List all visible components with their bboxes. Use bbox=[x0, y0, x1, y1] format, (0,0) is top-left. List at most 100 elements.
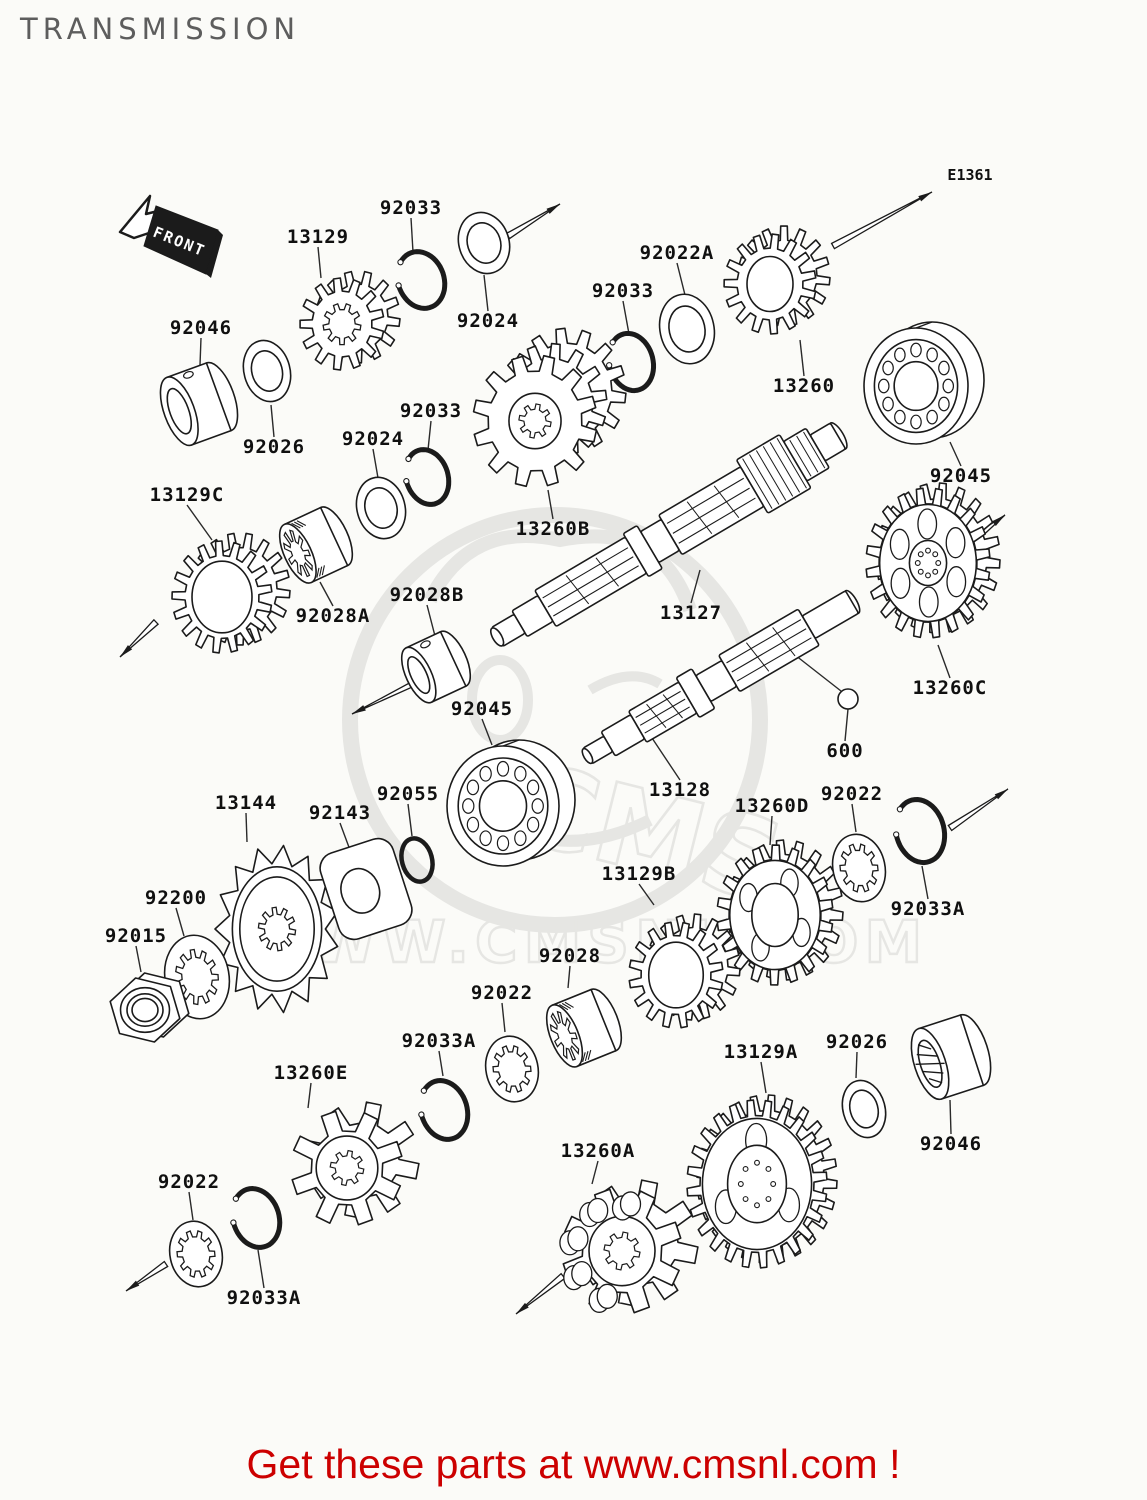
part-shape-13260a-35 bbox=[559, 1179, 699, 1314]
leader-line bbox=[567, 965, 571, 989]
part-label-13260e-32: 13260E bbox=[274, 1062, 349, 1084]
diagram-code: E1361 bbox=[947, 166, 992, 184]
leader-line bbox=[949, 441, 962, 467]
part-label-92055-29: 92055 bbox=[377, 783, 439, 805]
leader-line bbox=[339, 822, 351, 851]
leader-line bbox=[199, 337, 202, 366]
part-label-92033-10: 92033 bbox=[400, 400, 462, 422]
part-label-13128-17: 13128 bbox=[649, 779, 711, 801]
leader-line bbox=[372, 448, 379, 479]
leader-line bbox=[949, 1099, 952, 1135]
footer-promo-link[interactable]: Get these parts at www.cmsnl.com ! bbox=[246, 1441, 901, 1487]
leader-line bbox=[426, 604, 436, 637]
leader-line bbox=[638, 883, 655, 906]
leader-line bbox=[591, 1160, 599, 1185]
part-label-13129b-23: 13129B bbox=[602, 863, 677, 885]
part-label-92033a-26: 92033A bbox=[402, 1030, 477, 1052]
part-label-600-18: 600 bbox=[826, 740, 863, 762]
part-label-92022-33: 92022 bbox=[158, 1171, 220, 1193]
part-shape-13129b-23 bbox=[628, 913, 741, 1029]
page-title: TRANSMISSION bbox=[20, 12, 301, 46]
part-label-13144-27: 13144 bbox=[215, 792, 277, 814]
leader-line bbox=[483, 274, 489, 312]
leader-line bbox=[794, 654, 842, 692]
leader-line bbox=[407, 803, 413, 837]
leader-line bbox=[799, 339, 805, 377]
part-shape-13260d-20 bbox=[716, 839, 844, 986]
part-label-92033a-34: 92033A bbox=[227, 1287, 302, 1309]
part-shape-13127-15 bbox=[489, 422, 848, 647]
part-label-92028-24: 92028 bbox=[539, 945, 601, 967]
direction-arrow-head bbox=[994, 789, 1008, 800]
leader-line bbox=[257, 1249, 265, 1289]
part-label-92045-16: 92045 bbox=[451, 698, 513, 720]
part-shape-92033-0 bbox=[395, 249, 448, 311]
part-shape-92045-16 bbox=[446, 739, 576, 867]
leader-line bbox=[175, 907, 185, 937]
leader-line bbox=[481, 718, 493, 746]
leader-line bbox=[690, 569, 701, 604]
part-shape-13144-27 bbox=[214, 844, 339, 1014]
part-label-92046-38: 92046 bbox=[920, 1133, 982, 1155]
leader-line bbox=[855, 1051, 858, 1079]
part-label-13129a-36: 13129A bbox=[724, 1041, 799, 1063]
part-label-92022-25: 92022 bbox=[471, 982, 533, 1004]
leader-line bbox=[676, 262, 686, 296]
front-arrow: FRONT bbox=[118, 194, 223, 278]
part-label-92026-8: 92026 bbox=[243, 436, 305, 458]
part-shape-13129c-12 bbox=[171, 532, 291, 654]
part-label-13129-1: 13129 bbox=[287, 226, 349, 248]
part-label-13260-5: 13260 bbox=[773, 375, 835, 397]
leader-line bbox=[851, 803, 857, 833]
part-shape-13260c-19 bbox=[865, 482, 1001, 639]
leader-line bbox=[937, 644, 951, 679]
leader-line bbox=[760, 1061, 767, 1094]
part-shape-13129a-36 bbox=[686, 1094, 838, 1269]
leader-line bbox=[622, 300, 630, 335]
part-shape-600-18 bbox=[837, 688, 859, 710]
leader-line bbox=[186, 504, 213, 541]
part-shape-92046-7 bbox=[159, 361, 239, 447]
direction-arrow bbox=[515, 1272, 566, 1315]
part-shape-92033a-26 bbox=[418, 1078, 471, 1142]
direction-arrow-head bbox=[546, 204, 560, 214]
part-label-92033a-22: 92033A bbox=[891, 898, 966, 920]
part-label-13129c-12: 13129C bbox=[150, 484, 225, 506]
part-label-13127-15: 13127 bbox=[660, 602, 722, 624]
part-shape-13260e-32 bbox=[291, 1101, 420, 1226]
part-label-92022-21: 92022 bbox=[821, 783, 883, 805]
leader-line bbox=[501, 1002, 506, 1033]
part-shape-92143-28 bbox=[319, 837, 413, 941]
leader-line bbox=[410, 217, 414, 253]
leader-line bbox=[921, 865, 929, 900]
leader-line bbox=[245, 812, 248, 843]
part-label-92200-30: 92200 bbox=[145, 887, 207, 909]
part-shape-13260b-11 bbox=[472, 327, 627, 488]
part-label-92024-2: 92024 bbox=[457, 310, 519, 332]
part-shape-92055-29 bbox=[399, 836, 435, 884]
direction-arrow-head bbox=[992, 515, 1005, 526]
part-shape-92015-31 bbox=[109, 972, 190, 1043]
part-label-13260b-11: 13260B bbox=[516, 518, 591, 540]
part-label-92015-31: 92015 bbox=[105, 925, 167, 947]
direction-arrow-head bbox=[516, 1302, 529, 1314]
part-shape-92022-25 bbox=[484, 1035, 540, 1103]
part-shape-92024-9 bbox=[355, 476, 407, 540]
part-shape-92033a-34 bbox=[230, 1186, 283, 1250]
leader-line bbox=[270, 404, 275, 438]
leader-line bbox=[135, 945, 142, 973]
part-shape-92028a-13 bbox=[278, 506, 354, 584]
leader-line bbox=[651, 737, 681, 781]
part-shape-92024-2 bbox=[457, 211, 511, 275]
direction-arrow-head bbox=[126, 1280, 140, 1291]
part-label-13260d-20: 13260D bbox=[735, 795, 810, 817]
part-shape-92028-24 bbox=[545, 988, 623, 1068]
part-label-92028b-14: 92028B bbox=[390, 584, 465, 606]
part-label-92033-4: 92033 bbox=[592, 280, 654, 302]
part-label-92022a-3: 92022A bbox=[640, 242, 715, 264]
part-label-92045-6: 92045 bbox=[930, 465, 992, 487]
part-label-92143-28: 92143 bbox=[309, 802, 371, 824]
leader-line bbox=[438, 1050, 444, 1077]
part-label-92026-37: 92026 bbox=[826, 1031, 888, 1053]
